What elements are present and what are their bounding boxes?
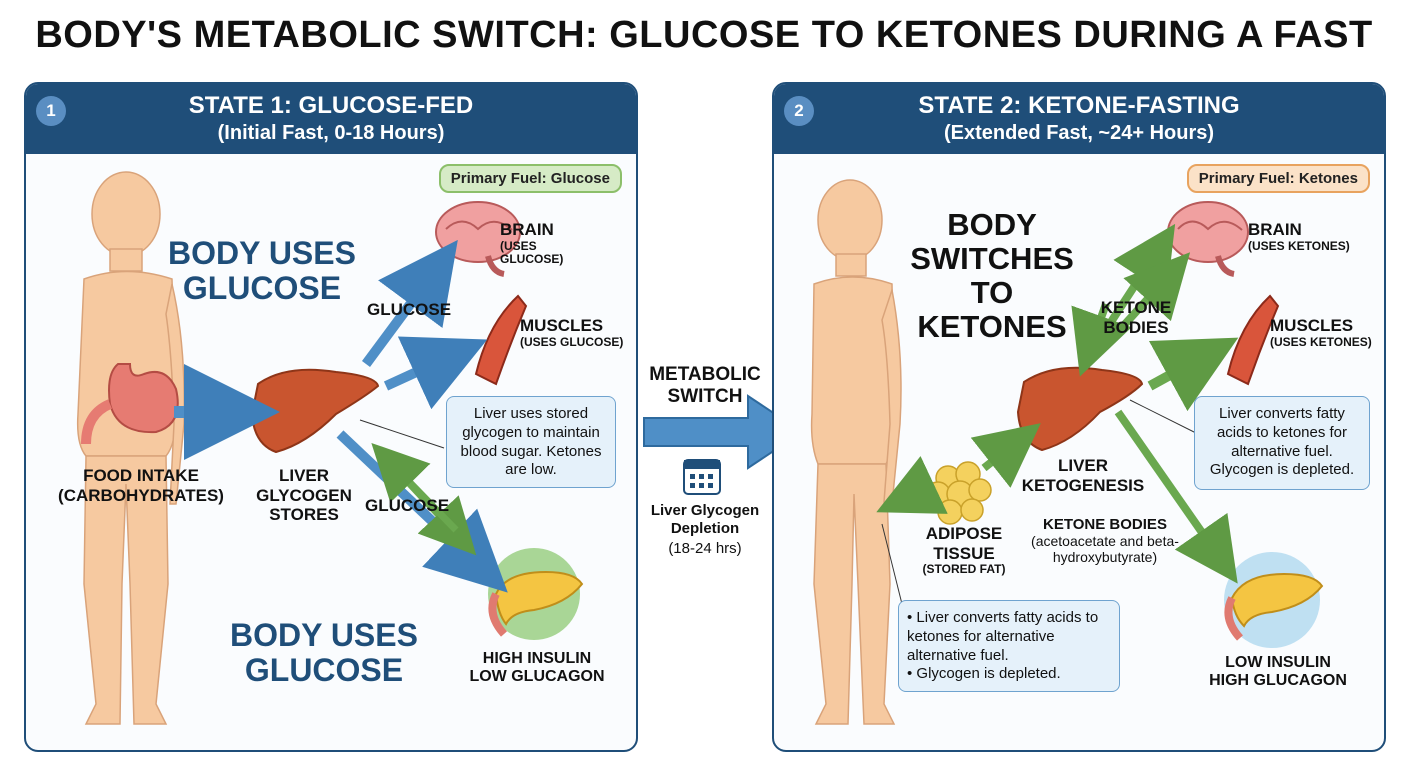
pancreas-label: HIGH INSULIN LOW GLUCAGON bbox=[469, 650, 605, 686]
metabolic-switch-label: METABOLIC SWITCH bbox=[649, 364, 761, 407]
ketone-bodies-detail: (acetoacetate and beta-hydroxybutyrate) bbox=[1031, 533, 1179, 566]
muscles-sub: (USES KETONES) bbox=[1270, 334, 1372, 349]
state1-illustration bbox=[76, 171, 584, 725]
note-bullet-1: • Liver converts fatty acids to ketones … bbox=[907, 609, 1099, 664]
pancreas-label: LOW INSULIN HIGH GLUCAGON bbox=[1209, 654, 1347, 690]
ketone-bodies-down-arrow bbox=[1071, 302, 1132, 377]
ketone-bodies-label: KETONE BODIES (acetoacetate and beta-hyd… bbox=[1020, 516, 1190, 565]
state2-header: 2 STATE 2: KETONE-FASTING (Extended Fast… bbox=[774, 84, 1384, 154]
state2-illustration bbox=[810, 179, 1324, 725]
brain-label: BRAIN (USES KETONES) bbox=[1248, 220, 1368, 253]
state2-fuel-badge: Primary Fuel: Ketones bbox=[1186, 164, 1370, 193]
glucose-lower-label: GLUCOSE bbox=[364, 496, 450, 515]
muscles-title: MUSCLES bbox=[1270, 316, 1354, 335]
liver-to-brain-arrow bbox=[361, 239, 458, 367]
brain-icon bbox=[1167, 201, 1249, 277]
note-pointer bbox=[359, 419, 445, 449]
note-bullet-2: • Glycogen is depleted. bbox=[907, 665, 1061, 683]
state2-title: STATE 2: KETONE-FASTING bbox=[918, 92, 1240, 119]
brain-sub: (USES KETONES) bbox=[1248, 238, 1350, 253]
muscles-label: MUSCLES (USES GLUCOSE) bbox=[520, 316, 630, 349]
food-intake-label: FOOD INTAKE (CARBOHYDRATES) bbox=[46, 466, 236, 505]
state1-headline-bottom: BODY USES GLUCOSE bbox=[230, 617, 418, 689]
state1-note: Liver uses stored glycogen to maintain b… bbox=[446, 396, 616, 488]
note-pointer-left bbox=[881, 523, 903, 605]
liver-ketogenesis-label: LIVER KETOGENESIS bbox=[1021, 456, 1145, 495]
state2-note-bullets: • Liver converts fatty acids to ketones … bbox=[898, 600, 1120, 692]
glycogen-depletion-time: (18-24 hrs) bbox=[668, 540, 742, 557]
adipose-title: ADIPOSE TISSUE bbox=[925, 524, 1003, 563]
food-intake-title: FOOD INTAKE bbox=[83, 466, 199, 485]
ketone-bodies-arrow-label: KETONE BODIES bbox=[1100, 298, 1172, 337]
adipose-to-body-arrow bbox=[876, 456, 948, 514]
state1-headline-top: BODY USES GLUCOSE bbox=[168, 235, 356, 307]
brain-sub: (USES GLUCOSE) bbox=[500, 238, 564, 267]
adipose-to-liver-arrow bbox=[970, 423, 1041, 488]
state1-number-badge: 1 bbox=[36, 96, 66, 126]
glycogen-depletion-label: Liver Glycogen Depletion bbox=[650, 502, 760, 537]
liver-icon bbox=[250, 368, 380, 454]
liver-icon bbox=[1016, 366, 1144, 452]
brain-title: BRAIN bbox=[500, 220, 554, 239]
calendar-icon bbox=[683, 459, 721, 495]
pancreas-icon bbox=[488, 548, 584, 640]
state2-number-badge: 2 bbox=[784, 96, 814, 126]
muscles-title: MUSCLES bbox=[520, 316, 604, 335]
state2-note-right: Liver converts fatty acids to ketones fo… bbox=[1194, 396, 1370, 490]
state1-title: STATE 1: GLUCOSE-FED bbox=[188, 92, 474, 119]
glucose-green-arrow-up bbox=[371, 442, 459, 533]
adipose-label: ADIPOSE TISSUE (STORED FAT) bbox=[904, 524, 1024, 577]
muscles-sub: (USES GLUCOSE) bbox=[520, 334, 624, 349]
state1-header: 1 STATE 1: GLUCOSE-FED (Initial Fast, 0-… bbox=[26, 84, 636, 154]
liver-label: LIVER GLYCOGEN STORES bbox=[256, 466, 352, 525]
state2-panel: 2 STATE 2: KETONE-FASTING (Extended Fast… bbox=[772, 82, 1386, 752]
ketone-bodies-title: KETONE BODIES bbox=[1043, 516, 1167, 533]
state1-panel: 1 STATE 1: GLUCOSE-FED (Initial Fast, 0-… bbox=[24, 82, 638, 752]
brain-label: BRAIN (USES GLUCOSE) bbox=[500, 220, 600, 267]
muscle-icon bbox=[474, 294, 528, 386]
state2-subtitle: (Extended Fast, ~24+ Hours) bbox=[943, 122, 1215, 144]
liver-to-muscle-arrow bbox=[383, 336, 488, 410]
state1-fuel-badge: Primary Fuel: Glucose bbox=[438, 164, 622, 193]
human-body-icon bbox=[810, 179, 902, 725]
note-pointer-right bbox=[1129, 399, 1199, 435]
main-title: BODY'S METABOLIC SWITCH: GLUCOSE TO KETO… bbox=[35, 14, 1373, 56]
brain-title: BRAIN bbox=[1248, 220, 1302, 239]
state2-headline: BODY SWITCHES TO KETONES bbox=[910, 207, 1074, 345]
state1-subtitle: (Initial Fast, 0-18 Hours) bbox=[217, 122, 445, 144]
food-intake-sub: (CARBOHYDRATES) bbox=[58, 485, 224, 505]
muscles-label: MUSCLES (USES KETONES) bbox=[1270, 316, 1382, 349]
liver-to-muscle-arrow bbox=[1147, 337, 1239, 412]
liver-to-pancreas-arrow bbox=[1114, 409, 1238, 584]
pancreas-icon bbox=[1224, 552, 1324, 648]
adipose-tissue-icon bbox=[925, 461, 992, 525]
glucose-upper-label: GLUCOSE bbox=[366, 300, 452, 319]
adipose-sub: (STORED FAT) bbox=[922, 562, 1006, 577]
